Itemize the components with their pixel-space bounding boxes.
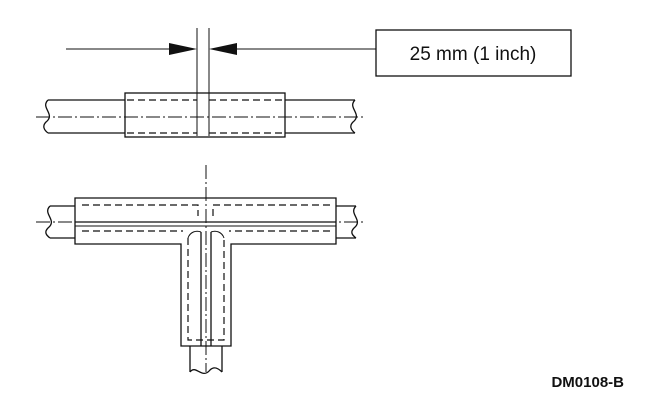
figure-code: DM0108-B	[551, 374, 624, 391]
right-tube	[285, 99, 358, 134]
callout-label: 25 mm (1 inch)	[410, 44, 537, 65]
connector-sleeve	[124, 92, 286, 138]
tee-connector-assembly	[36, 165, 366, 375]
tee-body	[74, 197, 337, 347]
dimension-callout: 25 mm (1 inch)	[375, 29, 572, 77]
straight-connector-assembly: 25 mm (1 inch)	[36, 28, 572, 138]
tee-right-tube	[336, 205, 359, 239]
tee-bottom-tube	[189, 346, 223, 375]
dimension-arrows	[66, 43, 378, 55]
tee-left-tube	[45, 205, 75, 239]
callout-box	[375, 29, 572, 77]
left-tube	[43, 99, 125, 134]
